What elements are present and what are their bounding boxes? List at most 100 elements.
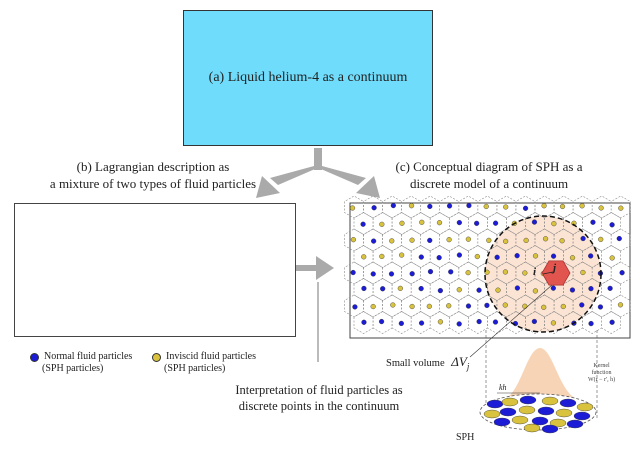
inviscid-particle	[446, 303, 452, 309]
inviscid-particle	[87, 225, 93, 231]
sph-label: SPH	[456, 432, 475, 443]
normal-particle	[465, 303, 472, 309]
normal-particle	[194, 308, 200, 314]
particle-i-label: i	[533, 266, 537, 278]
inviscid-particle	[617, 302, 624, 308]
panel-b-title: (b) Lagrangian description as a mixture …	[0, 158, 306, 192]
normal-particle	[590, 219, 596, 225]
normal-particle	[260, 260, 267, 266]
inviscid-particle	[408, 203, 415, 209]
inviscid-particle	[483, 409, 501, 419]
inviscid-particle	[541, 203, 547, 209]
normal-particle	[27, 258, 33, 264]
inviscid-particle	[419, 219, 425, 225]
normal-particle	[37, 210, 44, 216]
normal-particle	[105, 325, 112, 332]
normal-particle	[97, 274, 103, 280]
normal-particle	[282, 325, 288, 332]
inviscid-particle	[598, 236, 604, 242]
inviscid-particle	[233, 274, 240, 281]
normal-particle	[398, 320, 404, 327]
normal-particle	[494, 254, 500, 260]
normal-particle	[609, 222, 615, 228]
inviscid-particle	[240, 324, 247, 331]
voronoi-cell	[601, 245, 622, 268]
inviscid-particle	[551, 221, 557, 227]
inviscid-particle	[272, 241, 279, 247]
inviscid-particle	[214, 209, 221, 216]
normal-particle	[164, 226, 171, 232]
normal-particle	[165, 291, 172, 298]
normal-particle	[184, 323, 190, 329]
normal-particle	[124, 291, 131, 297]
inviscid-particle	[426, 303, 432, 309]
normal-particle	[579, 302, 585, 308]
inviscid-particle	[68, 290, 75, 297]
normal-particle	[573, 411, 591, 421]
normal-particle	[156, 306, 162, 313]
inviscid-particle	[137, 308, 143, 315]
inviscid-particle	[97, 209, 104, 215]
kernel-label: Kernel function W(r − r', h)	[588, 363, 615, 384]
normal-particle	[126, 258, 133, 265]
normal-particle	[514, 253, 520, 259]
normal-particle	[212, 241, 219, 247]
normal-particle	[474, 220, 480, 226]
legend-normal-label: Normal fluid particles	[44, 351, 133, 362]
normal-particle	[427, 269, 434, 275]
inviscid-particle	[49, 324, 55, 330]
normal-particle	[221, 292, 228, 298]
inviscid-particle	[483, 203, 489, 210]
inviscid-particle	[184, 226, 190, 232]
legend-inviscid-sub: (SPH particles)	[164, 363, 226, 374]
inviscid-particle	[19, 210, 25, 216]
normal-particle	[261, 290, 268, 297]
delta-v: ΔV	[451, 354, 467, 369]
normal-particle	[173, 210, 180, 216]
normal-particle	[559, 398, 577, 408]
normal-particle	[234, 308, 241, 314]
inviscid-particle	[576, 402, 594, 412]
interpretation-line1: Interpretation of fluid particles as	[235, 383, 403, 397]
legend-inviscid: Inviscid fluid particles (SPH particles)	[152, 351, 256, 375]
inviscid-particle	[26, 227, 33, 234]
inviscid-particle	[532, 253, 539, 259]
inviscid-particle	[240, 291, 247, 298]
inviscid-particle	[115, 210, 122, 217]
inviscid-particle	[446, 237, 452, 243]
inviscid-particle	[522, 303, 528, 309]
normal-particle	[492, 319, 499, 325]
small-volume-label: Small volume ΔVj	[386, 354, 469, 372]
normal-particle	[566, 419, 584, 429]
normal-particle	[418, 320, 425, 326]
inviscid-particle	[523, 423, 541, 433]
normal-particle	[597, 304, 604, 310]
normal-particle	[352, 304, 358, 310]
inviscid-particle	[379, 253, 385, 260]
normal-particle	[371, 205, 377, 211]
normal-particle	[531, 416, 549, 426]
inviscid-particle	[145, 323, 151, 329]
inviscid-particle	[221, 324, 227, 330]
inviscid-particle	[244, 259, 250, 265]
normal-particle	[466, 202, 472, 209]
normal-particle	[550, 253, 557, 259]
inviscid-particle	[598, 205, 604, 211]
voronoi-cell	[601, 278, 622, 301]
voronoi-cell	[601, 212, 622, 235]
inviscid-particle	[173, 275, 179, 281]
normal-particle	[437, 288, 443, 294]
inviscid-particle	[202, 291, 209, 297]
inviscid-particle	[609, 255, 615, 261]
normal-particle	[281, 290, 288, 297]
delta-v-symbol: ΔVj	[451, 354, 469, 372]
normal-particle	[56, 242, 62, 248]
inviscid-particle	[106, 225, 112, 231]
normal-particle	[514, 285, 520, 291]
inviscid-particle	[56, 307, 63, 313]
normal-particle-icon	[30, 353, 39, 362]
kh-label: kh	[499, 383, 507, 392]
split-arrow	[256, 148, 380, 198]
inviscid-particle	[137, 242, 144, 248]
inviscid-particle	[523, 237, 529, 244]
